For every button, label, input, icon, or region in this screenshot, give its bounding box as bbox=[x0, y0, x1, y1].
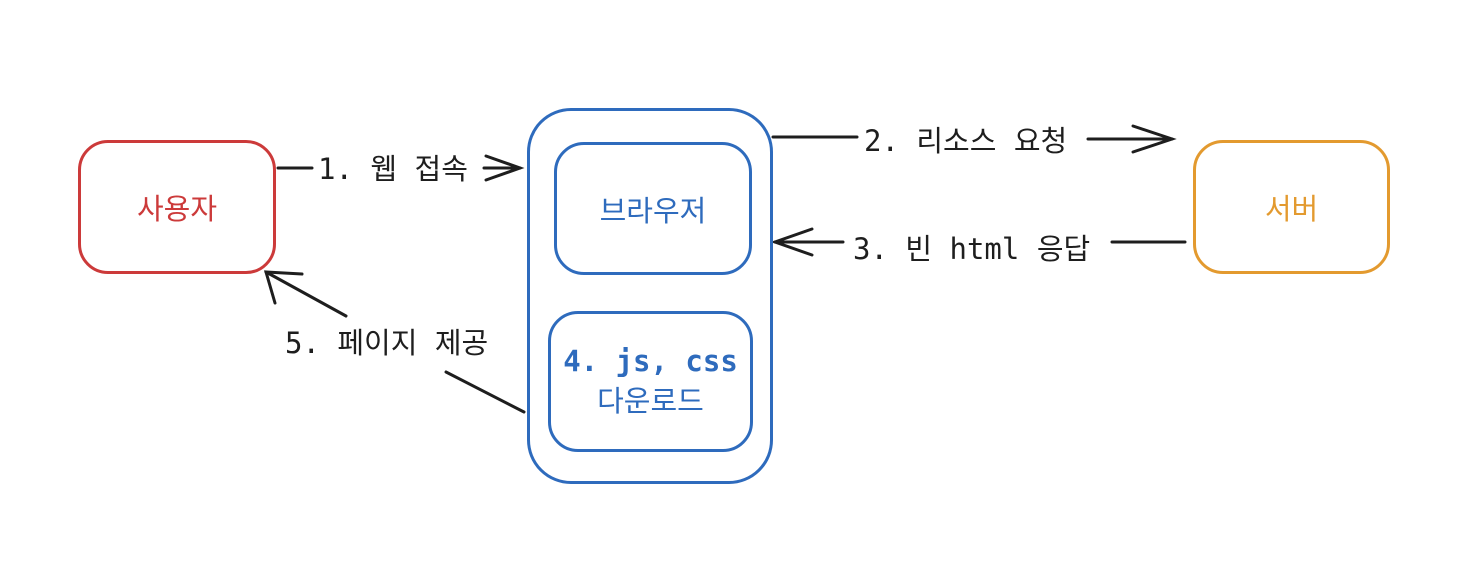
browser-node: 브라우저 bbox=[554, 142, 752, 275]
arrow-resource-request bbox=[771, 124, 1177, 154]
server-node-label: 서버 bbox=[1264, 192, 1319, 226]
edge-label-page-delivery: 5. 페이지 제공 bbox=[285, 326, 489, 360]
edge-label-empty-html-response: 3. 빈 html 응답 bbox=[853, 232, 1091, 266]
server-node: 서버 bbox=[1193, 140, 1390, 274]
arrow-empty-html-response bbox=[770, 227, 1187, 257]
user-node: 사용자 bbox=[78, 140, 276, 274]
browser-node-label: 브라우저 bbox=[599, 193, 707, 228]
arrow-page-delivery bbox=[263, 270, 526, 414]
arrow-web-access bbox=[276, 154, 525, 182]
download-node: 4. js, css 다운로드 bbox=[548, 311, 753, 452]
browser-container-node bbox=[527, 108, 773, 484]
edge-label-web-access: 1. 웹 접속 bbox=[318, 152, 468, 186]
download-node-subtitle: 다운로드 bbox=[597, 383, 704, 418]
user-node-label: 사용자 bbox=[136, 192, 218, 226]
edge-label-resource-request: 2. 리소스 요청 bbox=[864, 124, 1068, 158]
download-node-title: 4. js, css bbox=[563, 344, 738, 379]
